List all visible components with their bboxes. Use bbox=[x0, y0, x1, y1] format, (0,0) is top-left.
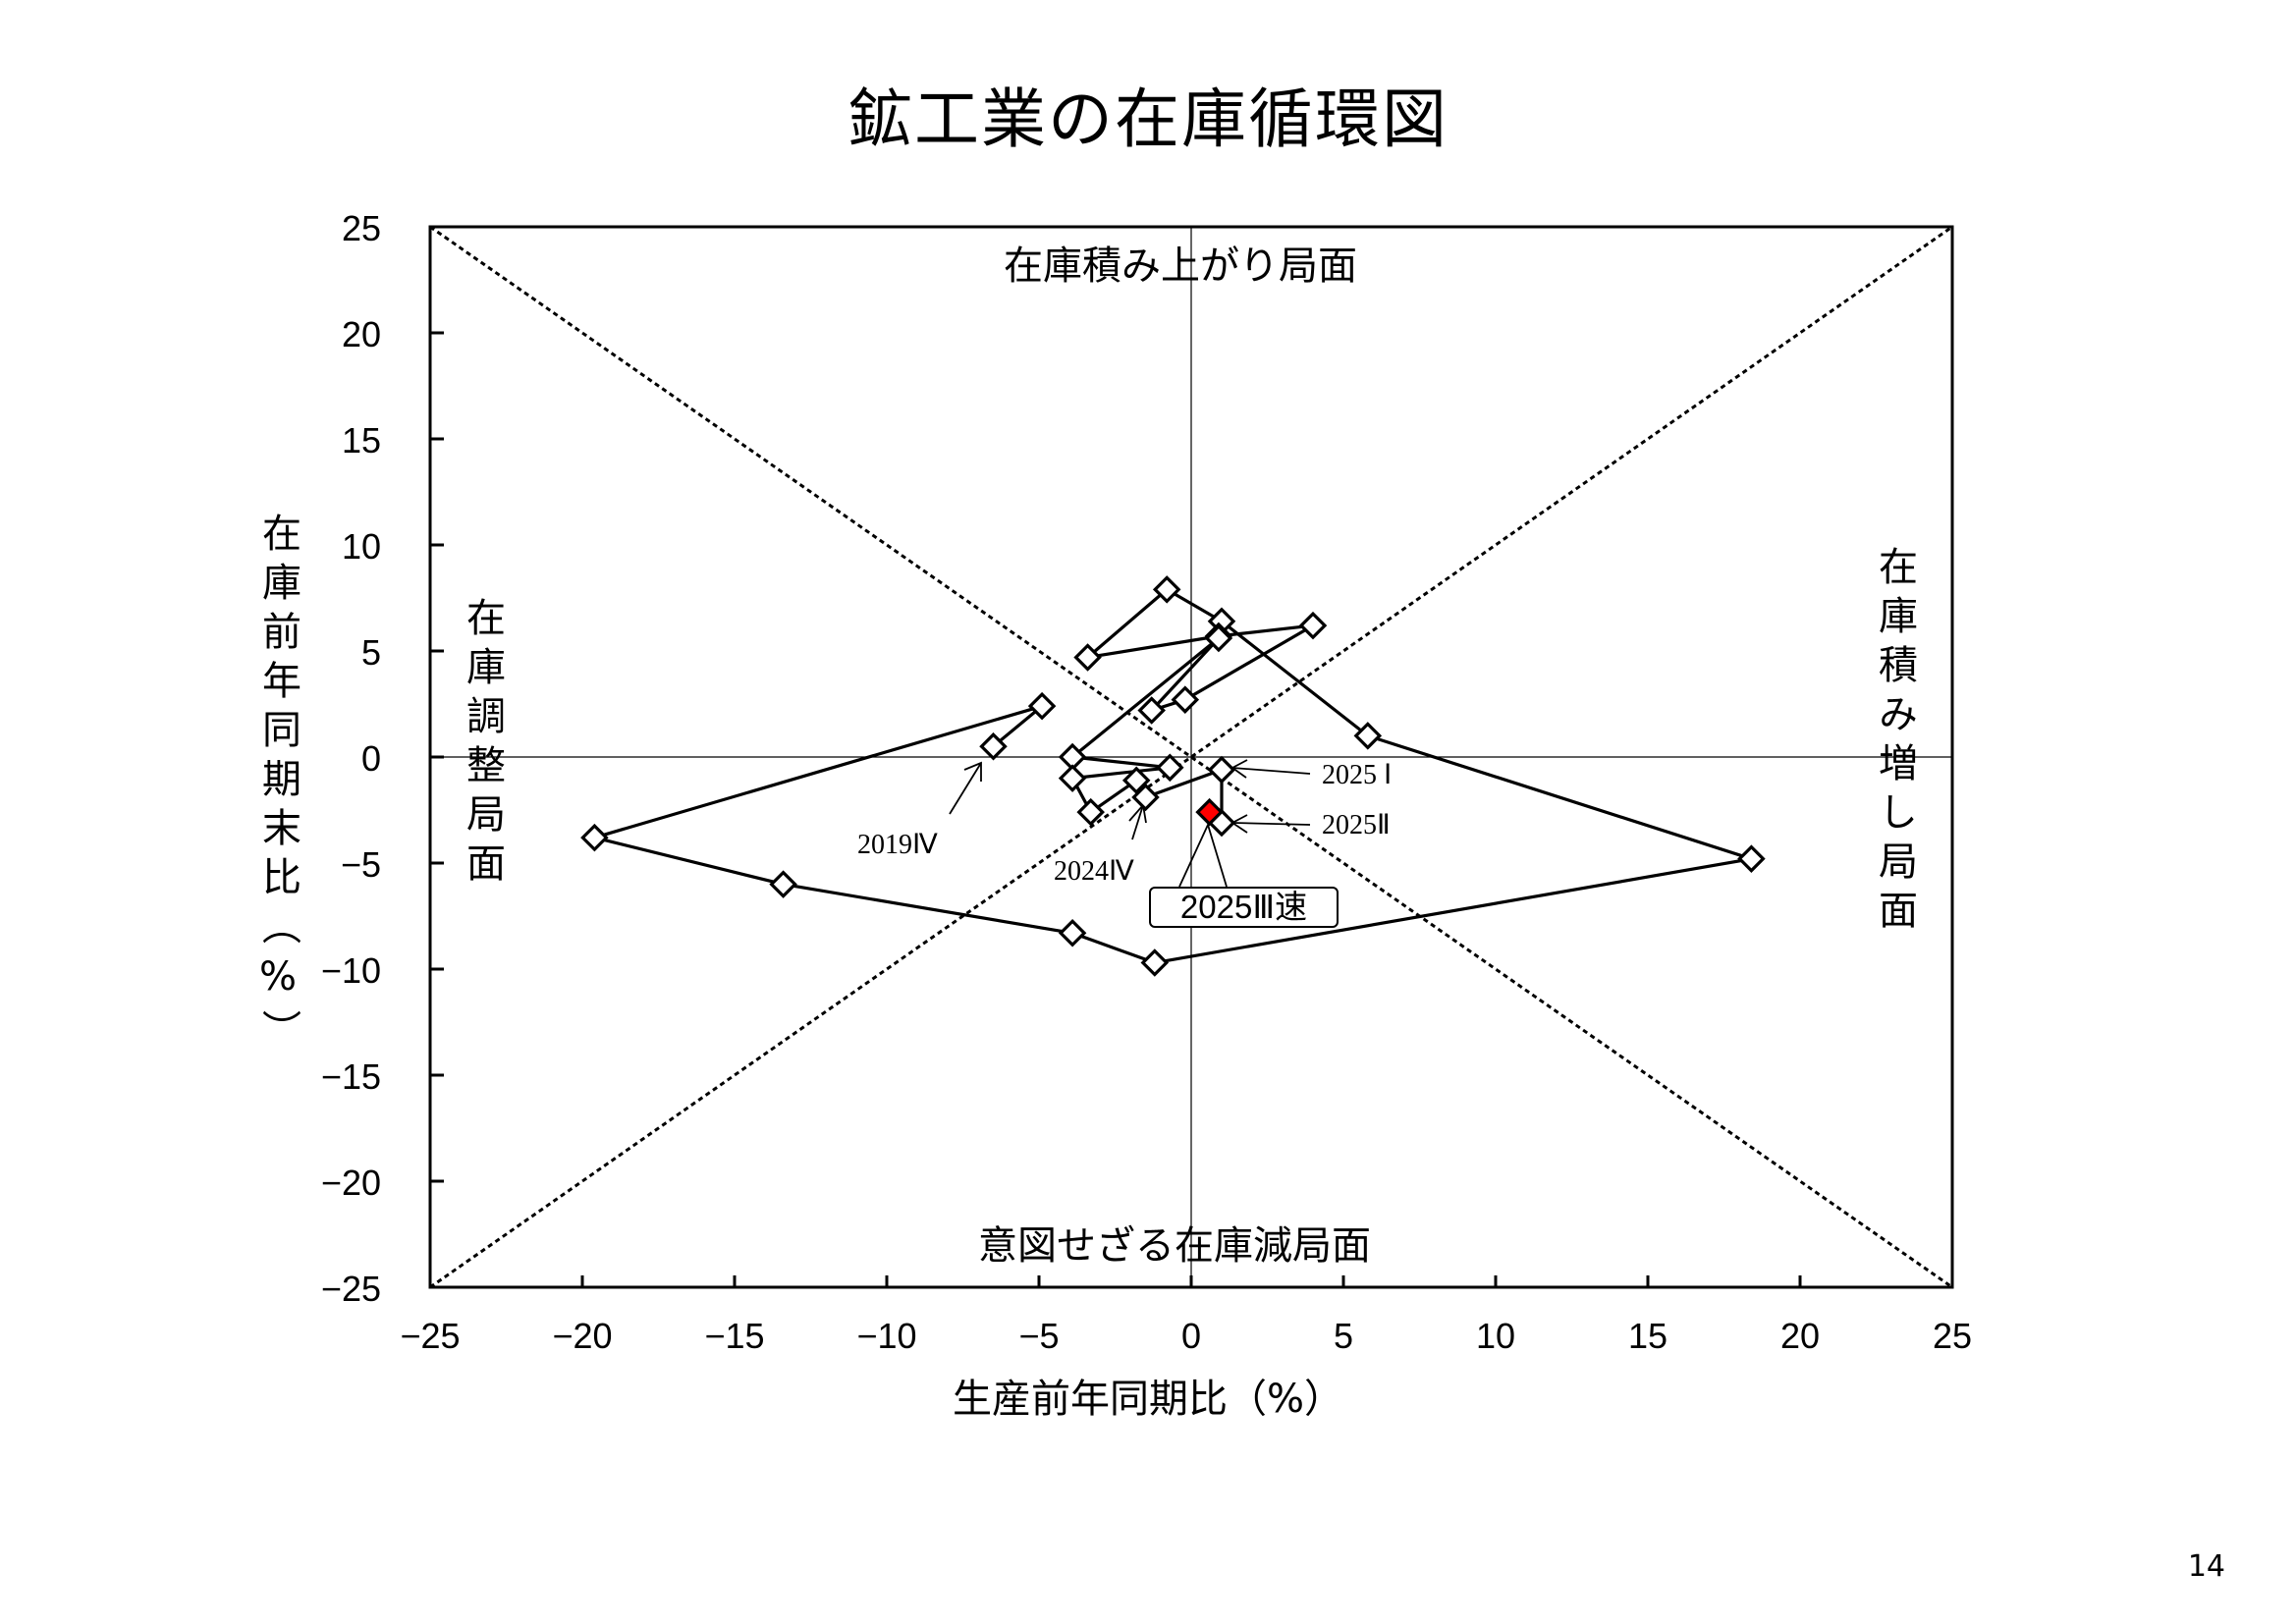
y-axis-label: 在庫前年同期末比（%） bbox=[255, 513, 301, 1058]
y-tick-label: 10 bbox=[341, 526, 381, 567]
arrow-2025-1 bbox=[1231, 767, 1311, 775]
annotation-2025-2: 2025Ⅱ bbox=[1322, 810, 1391, 840]
page-number: 14 bbox=[2187, 1549, 2225, 1584]
diamond-marker bbox=[580, 823, 609, 852]
diamond-marker bbox=[1121, 766, 1151, 795]
highlight-diamond-marker bbox=[1195, 797, 1224, 827]
annotation-2019-4: 2019Ⅳ bbox=[857, 830, 938, 860]
annotation-2024-4: 2024Ⅳ bbox=[1054, 856, 1134, 887]
x-tick-label: 20 bbox=[1779, 1316, 1821, 1356]
x-tick-label: 0 bbox=[1180, 1316, 1202, 1356]
callout-2025-3-preliminary: 2025Ⅲ速 bbox=[1149, 887, 1339, 928]
annotation-2025-1: 2025 Ⅰ bbox=[1322, 760, 1393, 790]
y-tick-label: 15 bbox=[341, 420, 381, 460]
x-axis-label: 生産前年同期比（%） bbox=[952, 1377, 1343, 1422]
diamond-marker bbox=[1156, 753, 1184, 783]
diamond-marker bbox=[1131, 783, 1160, 812]
quadrant-label-bottom: 意図せざる在庫減局面 bbox=[978, 1223, 1371, 1269]
x-tick-label: 15 bbox=[1627, 1316, 1668, 1356]
diamond-marker bbox=[1140, 948, 1170, 977]
x-tick-label: −10 bbox=[856, 1316, 917, 1356]
x-tick-label: −20 bbox=[552, 1316, 613, 1356]
diamond-marker bbox=[1076, 797, 1105, 827]
y-tick-label: −10 bbox=[320, 950, 381, 991]
diamond-marker bbox=[1137, 696, 1166, 725]
diamond-marker bbox=[1204, 623, 1233, 653]
quadrant-label-right: 在庫積み増し局面 bbox=[1872, 546, 1917, 939]
y-tick-label: −20 bbox=[320, 1163, 381, 1203]
diamond-marker bbox=[769, 870, 797, 898]
x-tick-label: −5 bbox=[1018, 1316, 1060, 1356]
x-tick-label: −15 bbox=[704, 1316, 765, 1356]
diamond-marker bbox=[1207, 755, 1236, 785]
y-tick-label: 25 bbox=[341, 208, 381, 248]
axis-ticks bbox=[428, 225, 1954, 1289]
diamond-marker bbox=[1353, 722, 1383, 750]
diamond-marker bbox=[1058, 919, 1087, 947]
diamond-marker bbox=[1298, 611, 1328, 640]
callout-pointer-2025-3 bbox=[1178, 822, 1228, 888]
y-tick-label: −25 bbox=[320, 1269, 381, 1309]
diamond-marker bbox=[979, 731, 1008, 761]
annotation-arrows bbox=[949, 759, 1311, 888]
arrow-2025-2 bbox=[1231, 822, 1311, 826]
y-tick-label: 20 bbox=[341, 314, 381, 354]
y-tick-label: 0 bbox=[360, 738, 381, 779]
arrow-2024-4 bbox=[1131, 804, 1144, 840]
diamond-marker bbox=[1058, 764, 1087, 792]
quadrant-label-left: 在庫調整局面 bbox=[460, 597, 505, 892]
arrowhead-2019-4 bbox=[963, 761, 982, 782]
diamond-marker bbox=[1027, 691, 1057, 721]
diamond-marker bbox=[1737, 844, 1766, 873]
arrow-2019-4 bbox=[949, 762, 982, 815]
y-tick-label: 5 bbox=[360, 632, 381, 673]
x-tick-label: 5 bbox=[1333, 1316, 1354, 1356]
chart-title: 鉱工業の在庫循環図 bbox=[847, 81, 1449, 157]
diamond-marker bbox=[1171, 685, 1200, 714]
diamond-marker bbox=[1073, 643, 1102, 672]
y-tick-label: −5 bbox=[340, 844, 381, 885]
diamond-marker bbox=[1152, 575, 1181, 604]
y-tick-label: −15 bbox=[320, 1056, 381, 1097]
x-tick-label: 25 bbox=[1932, 1316, 1973, 1356]
series-markers bbox=[580, 575, 1766, 977]
x-tick-label: 10 bbox=[1475, 1316, 1516, 1356]
quadrant-label-top: 在庫積み上がり局面 bbox=[1004, 244, 1357, 289]
x-tick-label: −25 bbox=[400, 1316, 461, 1356]
